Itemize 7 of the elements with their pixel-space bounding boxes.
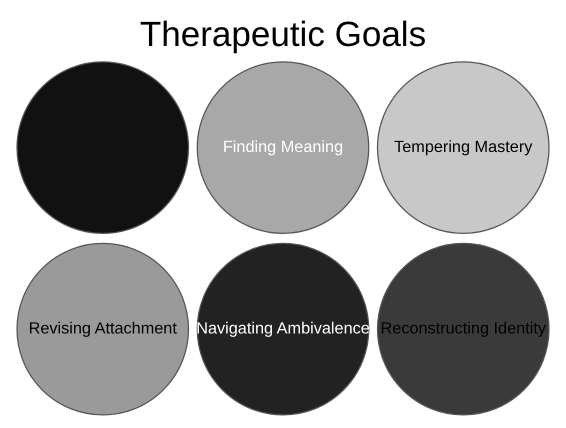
node-circle: Finding Meaning: [196, 61, 370, 234]
node-circle: Reconstructing Identity: [376, 242, 550, 416]
node-circle: Tempering Mastery: [376, 61, 550, 234]
node-circle: Revising Attachment: [16, 242, 190, 416]
node-circle: Navigating Ambivalence: [196, 242, 370, 416]
diagram-title: Therapeutic Goals: [140, 15, 426, 54]
node-circle: [16, 61, 190, 234]
